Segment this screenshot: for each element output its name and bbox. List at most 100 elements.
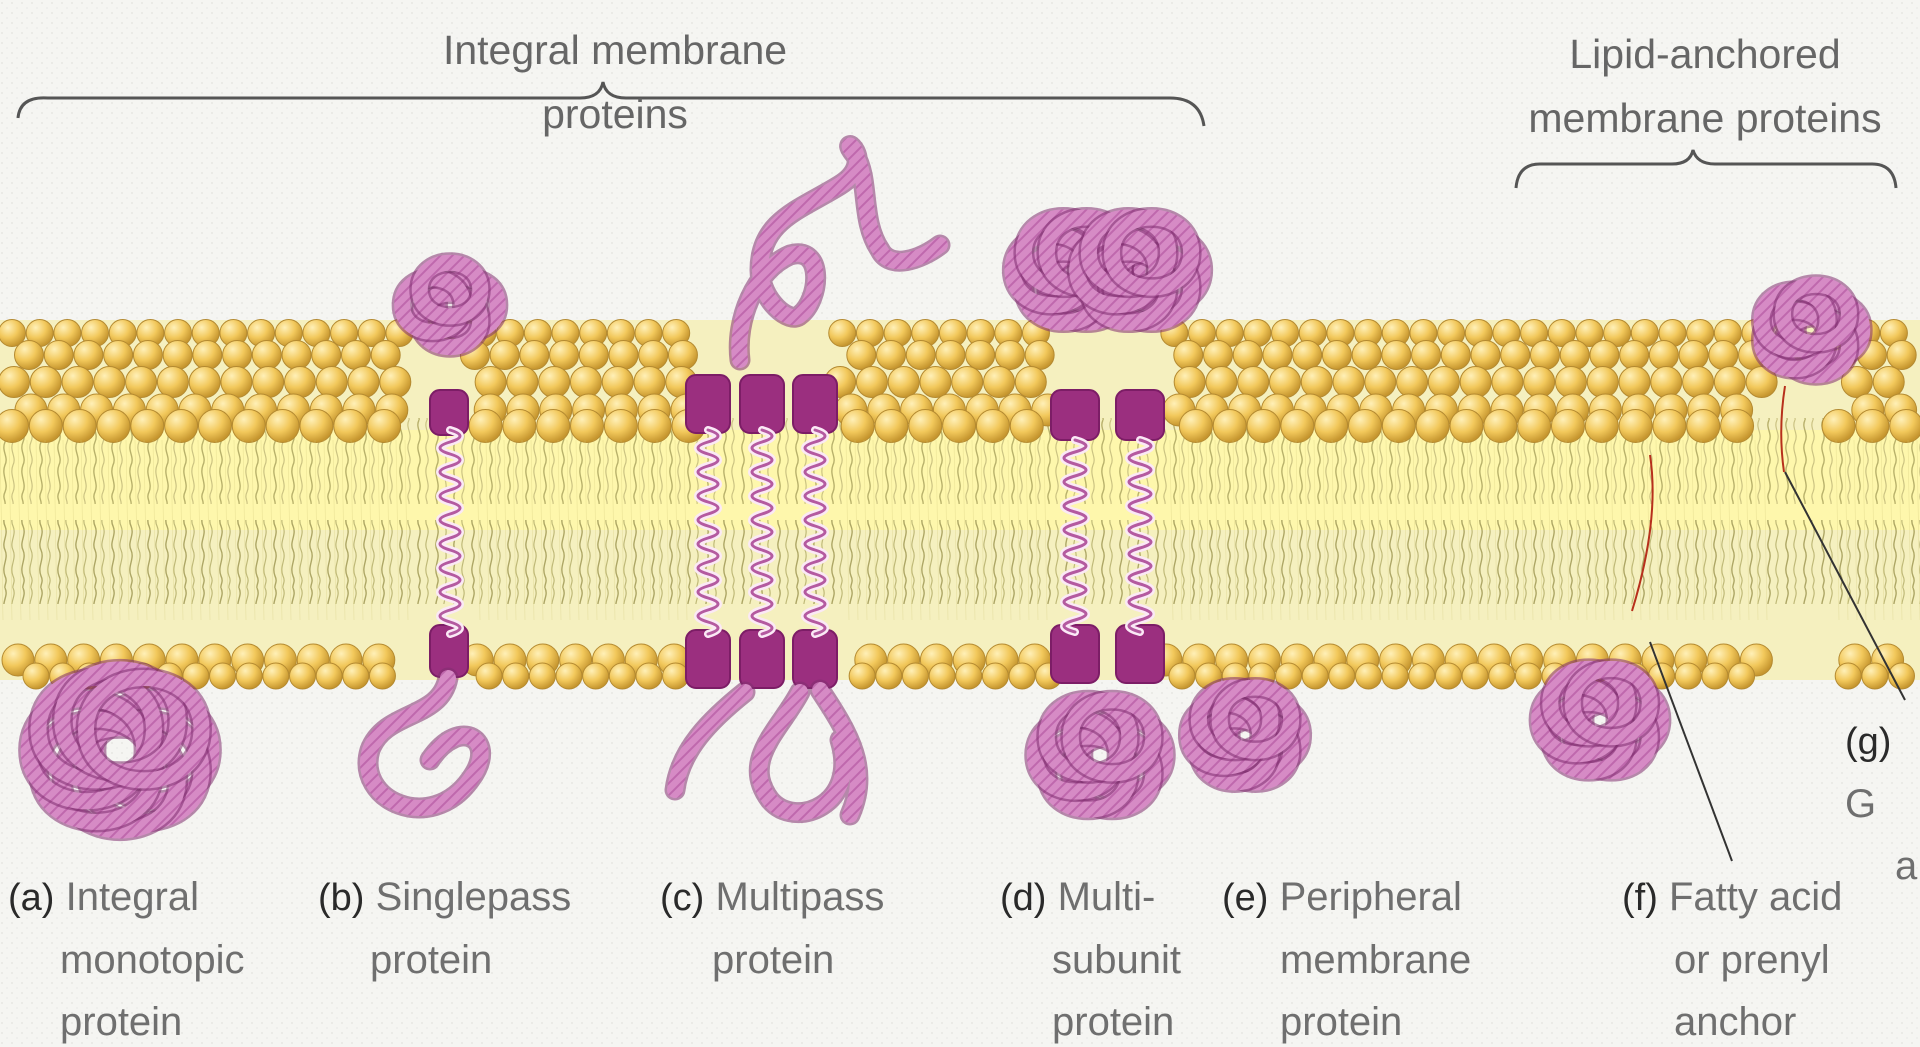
upper-headgroup (1873, 367, 1904, 398)
upper-headgroup (638, 410, 671, 443)
lipid-heading-line-1: Lipid-anchored (1510, 22, 1900, 86)
upper-headgroup (1890, 410, 1920, 443)
upper-headgroup (829, 320, 856, 347)
lower-headgroup (316, 663, 342, 689)
upper-headgroup (371, 341, 400, 370)
upper-headgroup (507, 367, 538, 398)
integral-membrane-proteins-heading: Integral membrane proteins (365, 18, 865, 146)
upper-headgroup (126, 367, 157, 398)
label-f: (f) Fatty acid or prenyl anchor (1622, 866, 1882, 1047)
lower-headgroup (23, 663, 49, 689)
upper-headgroup (282, 341, 311, 370)
upper-headgroup (341, 341, 370, 370)
upper-headgroup (856, 367, 887, 398)
multipass-upper-anchor-1 (686, 375, 730, 433)
upper-headgroup (266, 410, 299, 443)
lipid-anchored-heading: Lipid-anchored membrane proteins (1510, 22, 1900, 150)
upper-headgroup (841, 410, 874, 443)
lower-headgroup (290, 663, 316, 689)
lower-headgroup (1675, 663, 1701, 689)
lower-headgroup (476, 663, 502, 689)
upper-headgroup (131, 410, 164, 443)
label-d-line-3: protein (1052, 991, 1200, 1047)
upper-headgroup (300, 410, 333, 443)
multisubunit-upper-anchor-2 (1116, 390, 1164, 440)
label-g-line-1: G (1845, 782, 1876, 826)
upper-headgroup (1206, 367, 1237, 398)
upper-headgroup (1683, 367, 1714, 398)
upper-headgroup (1213, 410, 1246, 443)
multipass-upper-anchor-2 (740, 375, 784, 433)
upper-headgroup (1293, 341, 1322, 370)
upper-headgroup (1349, 410, 1382, 443)
upper-headgroup (1270, 367, 1301, 398)
multipass-upper-anchor-3 (793, 375, 837, 433)
upper-headgroup (609, 341, 638, 370)
label-f-letter: (f) (1622, 877, 1658, 919)
lower-headgroup (263, 663, 289, 689)
label-b-line-1: Singlepass (376, 875, 572, 919)
label-a-line-2: monotopic (60, 929, 268, 991)
upper-headgroup (1412, 341, 1441, 370)
upper-headgroup (475, 367, 506, 398)
lower-headgroup (956, 663, 982, 689)
upper-headgroup (1887, 341, 1916, 370)
upper-headgroup (380, 367, 411, 398)
lower-headgroup (1729, 663, 1755, 689)
label-g-line-2: a (1895, 835, 1920, 897)
upper-headgroup (348, 367, 379, 398)
upper-headgroup (1450, 410, 1483, 443)
label-g-letter: (g) (1845, 721, 1891, 763)
lower-headgroup (210, 663, 236, 689)
upper-headgroup (1301, 367, 1332, 398)
upper-headgroup (1560, 341, 1589, 370)
label-c-line-1: Multipass (715, 875, 884, 919)
upper-headgroup (29, 410, 62, 443)
upper-headgroup (943, 410, 976, 443)
lower-headgroup (1409, 663, 1435, 689)
lower-headgroup (1862, 663, 1888, 689)
upper-headgroup (30, 367, 61, 398)
upper-headgroup (579, 341, 608, 370)
lower-headgroup (1515, 663, 1541, 689)
label-e: (e) Peripheral membrane protein (1222, 866, 1482, 1047)
upper-headgroup (668, 341, 697, 370)
lower-headgroup (1356, 663, 1382, 689)
upper-headgroup (1679, 341, 1708, 370)
upper-headgroup (1649, 341, 1678, 370)
upper-headgroup (198, 410, 231, 443)
upper-headgroup (1856, 410, 1889, 443)
upper-headgroup (571, 410, 604, 443)
label-e-line-1: Peripheral (1280, 875, 1462, 919)
upper-headgroup (1653, 410, 1686, 443)
lower-headgroup (1435, 663, 1461, 689)
upper-headgroup (1352, 341, 1381, 370)
label-e-letter: (e) (1222, 877, 1268, 919)
upper-headgroup (1471, 341, 1500, 370)
upper-headgroup (1382, 341, 1411, 370)
upper-headgroup (221, 367, 252, 398)
upper-headgroup (550, 341, 579, 370)
label-d-letter: (d) (1000, 877, 1046, 919)
upper-headgroup (1651, 367, 1682, 398)
upper-headgroup (1263, 341, 1292, 370)
label-b-line-2: protein (370, 929, 578, 991)
label-e-line-3: protein (1280, 991, 1482, 1047)
upper-headgroup (1238, 367, 1269, 398)
upper-headgroup (490, 341, 519, 370)
label-f-line-3: anchor (1674, 991, 1882, 1047)
label-f-line-1: Fatty acid (1669, 875, 1842, 919)
upper-headgroup (1397, 367, 1428, 398)
upper-headgroup (223, 341, 252, 370)
label-a-line-1: Integral (66, 875, 199, 919)
upper-headgroup (1709, 341, 1738, 370)
label-c-line-2: protein (712, 929, 920, 991)
lower-headgroup (503, 663, 529, 689)
upper-headgroup (1333, 367, 1364, 398)
upper-headgroup (966, 341, 995, 370)
integral-heading-text: Integral membrane proteins (443, 27, 787, 137)
upper-headgroup (1025, 341, 1054, 370)
upper-headgroup (1721, 410, 1754, 443)
upper-headgroup (602, 367, 633, 398)
